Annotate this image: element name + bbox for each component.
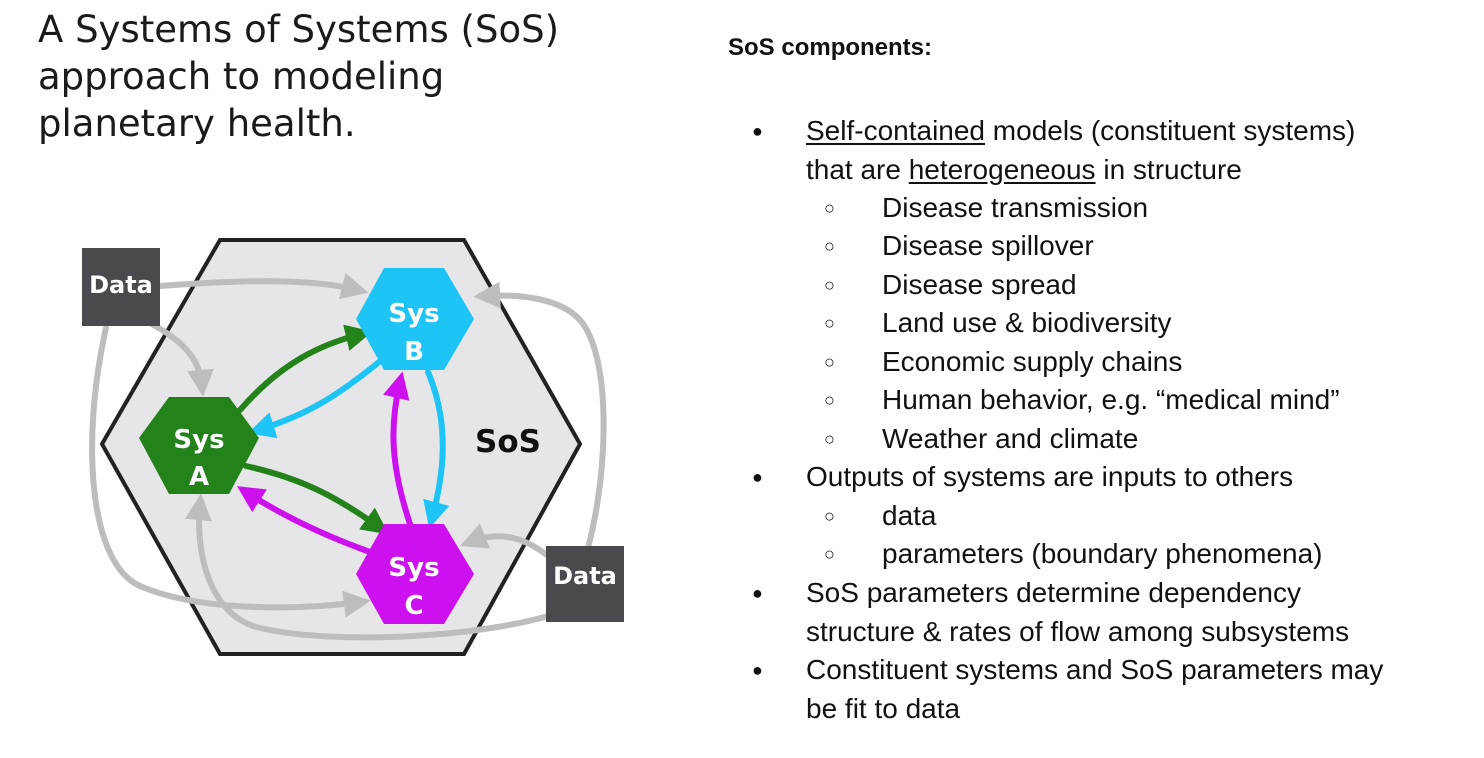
- sub-marker: ○: [824, 352, 835, 372]
- bullet-1-line-2: that are heterogeneous in structure: [806, 153, 1242, 185]
- sub-item-label: Economic supply chains: [882, 346, 1183, 377]
- sys-b-line2: B: [404, 337, 424, 367]
- sub-marker: ○: [824, 390, 835, 410]
- arrow-data2-to-b: [473, 281, 607, 551]
- bullet-3-line-2: structure & rates of flow among subsyste…: [806, 615, 1350, 647]
- sub-item-label: Weather and climate: [882, 423, 1139, 454]
- bullet-marker: ●: [752, 467, 763, 487]
- sub-marker: ○: [824, 275, 835, 295]
- sys-c-line1: Sys: [388, 553, 439, 583]
- arrow-c-to-a: [236, 486, 373, 555]
- components-panel: SoS components: ● Self-contained models …: [728, 0, 1484, 758]
- title-line-2: approach to modeling: [38, 55, 445, 98]
- bullet-marker: ●: [752, 660, 763, 680]
- sys-c-line2: C: [404, 591, 423, 621]
- sub-item-label: Disease spillover: [882, 230, 1094, 261]
- title-line-3: planetary health.: [38, 102, 356, 145]
- sub-item-label: data: [882, 500, 937, 531]
- arrow-data2-to-a: [184, 493, 551, 641]
- arrow-b-to-a: [247, 355, 387, 439]
- arrow-c-to-b: [383, 371, 413, 527]
- sos-diagram: Sys A Sys B Sys C Data Data SoS: [82, 238, 624, 656]
- data-right-label: Data: [553, 562, 617, 590]
- bullet-marker: ●: [752, 121, 763, 141]
- sub-marker: ○: [824, 198, 835, 218]
- arrow-data2-to-c: [459, 523, 551, 559]
- sub-item-label: Disease transmission: [882, 192, 1149, 223]
- arrow-a-to-b: [237, 324, 373, 413]
- bullet-1-line-1: Self-contained models (constituent syste…: [806, 115, 1356, 146]
- sub-marker: ○: [824, 236, 835, 256]
- arrow-data-to-c: [89, 325, 371, 618]
- sos-label: SoS: [475, 424, 541, 460]
- sys-b-line1: Sys: [388, 299, 439, 329]
- sos-hexagon: [99, 238, 583, 656]
- bullet-marker: ●: [752, 583, 763, 603]
- data-box-top: Data: [82, 248, 160, 326]
- bullet-4-line-1: Constituent systems and SoS parameters m…: [806, 654, 1384, 685]
- sub-item-label: Human behavior, e.g. “medical mind”: [882, 384, 1340, 415]
- sub-marker: ○: [824, 429, 835, 449]
- sub-item-label: Land use & biodiversity: [882, 307, 1172, 338]
- sys-a-line2: A: [189, 462, 209, 492]
- bullet-3-line-1: SoS parameters determine dependency: [806, 577, 1301, 608]
- sub-marker: ○: [824, 544, 835, 564]
- sys-c-node: Sys C: [356, 524, 474, 624]
- data-box-right: Data: [546, 546, 624, 622]
- arrow-b-to-c: [423, 369, 450, 529]
- sub-item-label: parameters (boundary phenomena): [882, 538, 1323, 569]
- data-top-label: Data: [89, 271, 153, 299]
- sys-a-line1: Sys: [173, 425, 224, 455]
- sub-marker: ○: [824, 313, 835, 333]
- bullet-4-line-2: be fit to data: [806, 692, 961, 724]
- arrow-data-to-a: [145, 319, 214, 397]
- title-line-1: A Systems of Systems (SoS): [38, 8, 559, 51]
- slide-title: A Systems of Systems (SoS) approach to m…: [38, 6, 638, 147]
- bullet-2-text: Outputs of systems are inputs to others: [806, 461, 1294, 492]
- arrow-a-to-c: [243, 463, 389, 535]
- sys-b-node: Sys B: [356, 268, 474, 370]
- arrow-data-to-b: [157, 272, 369, 300]
- sub-item-label: Disease spread: [882, 269, 1077, 300]
- panel-heading: SoS components:: [728, 34, 933, 61]
- underline-heterogeneous: heterogeneous: [908, 153, 1096, 185]
- sub-marker: ○: [824, 506, 835, 526]
- underline-self-contained: Self-contained: [806, 115, 986, 146]
- sys-a-node: Sys A: [139, 397, 259, 494]
